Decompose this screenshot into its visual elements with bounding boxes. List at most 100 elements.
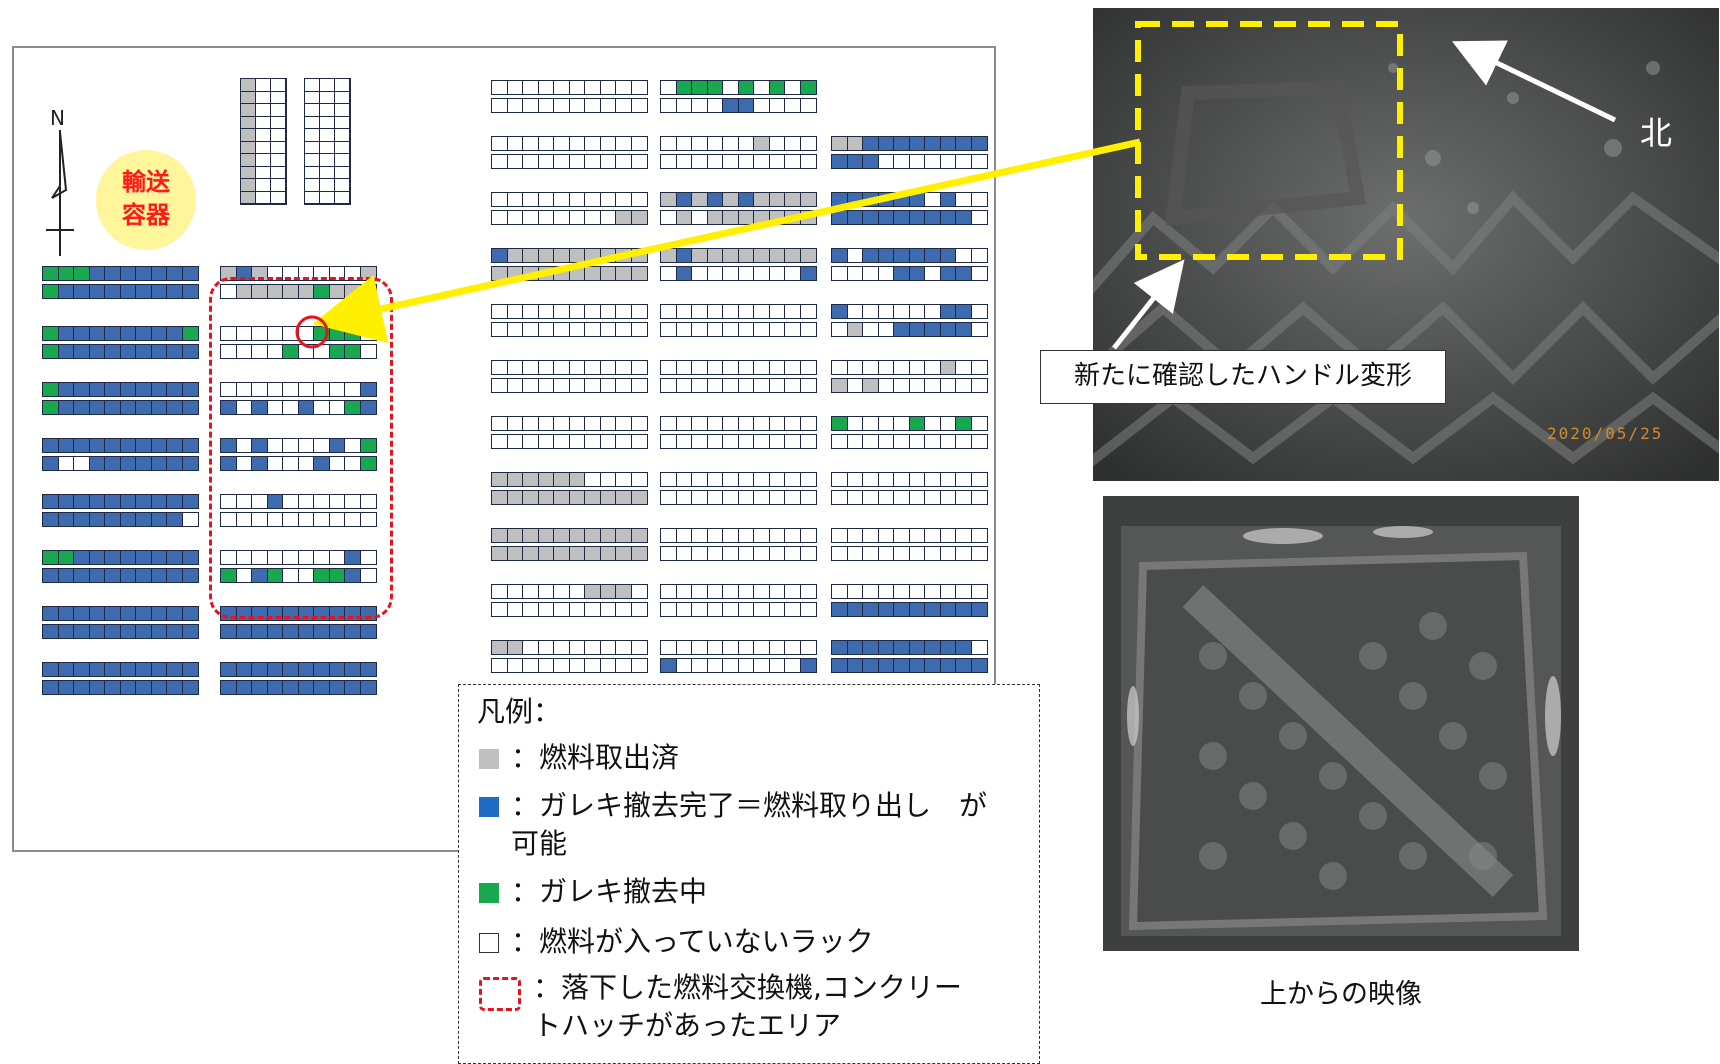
rack-cell	[878, 249, 894, 262]
rack-cell	[74, 285, 90, 298]
rack-cell	[267, 267, 283, 280]
rack-cell	[692, 361, 708, 374]
rack-cell	[554, 659, 570, 672]
fuel-rack	[42, 438, 199, 471]
rack-cell	[360, 569, 376, 582]
rack-cell	[507, 155, 523, 168]
rack-cell	[271, 116, 285, 129]
fuel-rack	[831, 192, 988, 225]
blue-square-icon	[479, 797, 499, 817]
rack-cell	[523, 193, 539, 206]
rack-cell	[692, 137, 708, 150]
rack-row	[491, 266, 648, 281]
rack-cell	[631, 137, 647, 150]
rack-cell	[221, 513, 237, 526]
rack-cell	[754, 417, 770, 430]
rack-cell	[554, 473, 570, 486]
fuel-rack	[220, 382, 377, 415]
rack-cell	[74, 569, 90, 582]
rack-cell	[120, 439, 136, 452]
rack-cell	[167, 327, 183, 340]
rack-cell	[136, 607, 152, 620]
rack-cell	[723, 659, 739, 672]
rack-cell	[507, 417, 523, 430]
rack-cell	[878, 585, 894, 598]
rack-cell	[221, 569, 237, 582]
rack-cell	[182, 401, 198, 414]
rack-cell	[800, 529, 816, 542]
fuel-rack	[660, 640, 817, 673]
rack-cell	[971, 603, 987, 616]
rack-row	[660, 584, 817, 599]
rack-cell	[320, 154, 334, 167]
rack-cell	[136, 495, 152, 508]
rack-cell	[800, 361, 816, 374]
rack-cell	[360, 495, 376, 508]
rack-row	[660, 248, 817, 263]
rack-cell	[120, 327, 136, 340]
rack-cell	[676, 585, 692, 598]
rack-row	[831, 360, 988, 375]
rack-cell	[335, 154, 349, 167]
rack-cell	[554, 529, 570, 542]
rack-cell	[878, 137, 894, 150]
rack-cell	[151, 345, 167, 358]
rack-cell	[256, 79, 270, 92]
rack-cell	[631, 323, 647, 336]
rack-column	[335, 79, 350, 204]
rack-cell	[676, 529, 692, 542]
rack-row	[831, 602, 988, 617]
rack-cell	[600, 585, 616, 598]
rack-cell	[940, 305, 956, 318]
rack-cell	[585, 585, 601, 598]
rack-cell	[925, 379, 941, 392]
rack-cell	[252, 401, 268, 414]
rack-cell	[909, 137, 925, 150]
legend-item-empty: ：燃料が入っていないラック	[479, 923, 874, 961]
rack-cell	[554, 641, 570, 654]
rack-cell	[971, 473, 987, 486]
rack-cell	[956, 267, 972, 280]
rack-cell	[785, 529, 801, 542]
rack-row	[831, 434, 988, 449]
rack-cell	[267, 401, 283, 414]
rack-cell	[785, 323, 801, 336]
rack-cell	[661, 267, 677, 280]
rack-cell	[754, 659, 770, 672]
rack-cell	[847, 417, 863, 430]
rack-cell	[569, 473, 585, 486]
rack-cell	[507, 211, 523, 224]
fuel-rack	[660, 528, 817, 561]
rack-cell	[182, 551, 198, 564]
fuel-rack	[491, 192, 648, 225]
rack-cell	[894, 491, 910, 504]
rack-cell	[971, 305, 987, 318]
rack-cell	[585, 305, 601, 318]
rack-cell	[236, 681, 252, 694]
rack-cell	[314, 663, 330, 676]
rack-cell	[754, 99, 770, 112]
rack-cell	[241, 104, 255, 117]
rack-cell	[707, 659, 723, 672]
rack-row	[831, 584, 988, 599]
rack-cell	[314, 457, 330, 470]
rack-cell	[151, 267, 167, 280]
rack-cell	[345, 495, 361, 508]
rack-cell	[554, 193, 570, 206]
rack-cell	[507, 603, 523, 616]
rack-cell	[305, 79, 319, 92]
rack-cell	[538, 155, 554, 168]
north-arrow-icon	[46, 130, 74, 256]
rack-cell	[692, 305, 708, 318]
rack-cell	[58, 383, 74, 396]
rack-cell	[329, 551, 345, 564]
rack-cell	[894, 659, 910, 672]
rack-row	[220, 512, 377, 527]
rack-cell	[785, 641, 801, 654]
rack-row	[42, 606, 199, 621]
rack-cell	[692, 323, 708, 336]
rack-cell	[631, 155, 647, 168]
rack-cell	[523, 155, 539, 168]
rack-cell	[256, 191, 270, 204]
rack-cell	[940, 323, 956, 336]
